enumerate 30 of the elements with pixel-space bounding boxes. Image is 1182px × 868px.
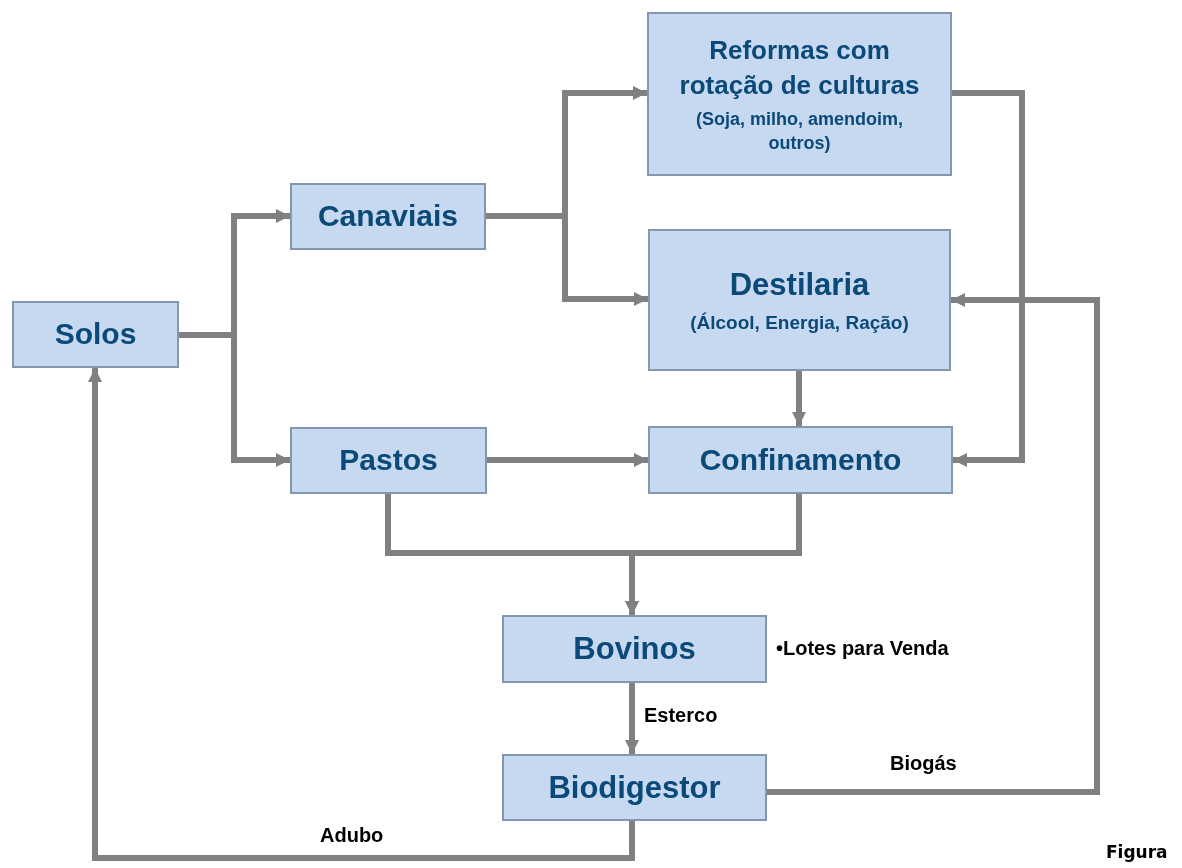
arrow	[625, 683, 639, 754]
arrow	[625, 494, 802, 615]
box-title: Confinamento	[699, 441, 902, 478]
arrow	[952, 90, 1025, 467]
box-subtitle: (Soja, milho, amendoim, outros)	[695, 107, 904, 156]
box-title: Bovinos	[573, 630, 696, 669]
process-box	[648, 229, 951, 371]
side-note: •Lotes para Venda	[774, 637, 951, 660]
figure-caption: Figura	[1104, 842, 1170, 862]
box-title: Pastos	[339, 442, 438, 479]
process-box	[290, 427, 487, 494]
edge-label: Biogás	[888, 752, 959, 775]
process-box	[648, 426, 953, 494]
process-box	[647, 12, 952, 176]
box-subtitle: (Álcool, Energia, Ração)	[690, 311, 909, 336]
box-title: Solos	[54, 316, 137, 353]
box-title: Canaviais	[317, 198, 459, 235]
process-box	[12, 301, 179, 368]
process-box	[502, 754, 767, 821]
arrow	[792, 371, 806, 426]
process-box	[290, 183, 486, 250]
arrow	[486, 213, 648, 306]
arrow	[487, 453, 648, 467]
arrow	[179, 332, 290, 467]
box-title: Destilaria	[729, 266, 870, 305]
arrow	[88, 368, 635, 861]
arrow	[767, 293, 1100, 795]
process-box	[502, 615, 767, 683]
box-title: Reformas com rotação de culturas	[678, 33, 921, 102]
box-title: Biodigestor	[548, 768, 721, 807]
